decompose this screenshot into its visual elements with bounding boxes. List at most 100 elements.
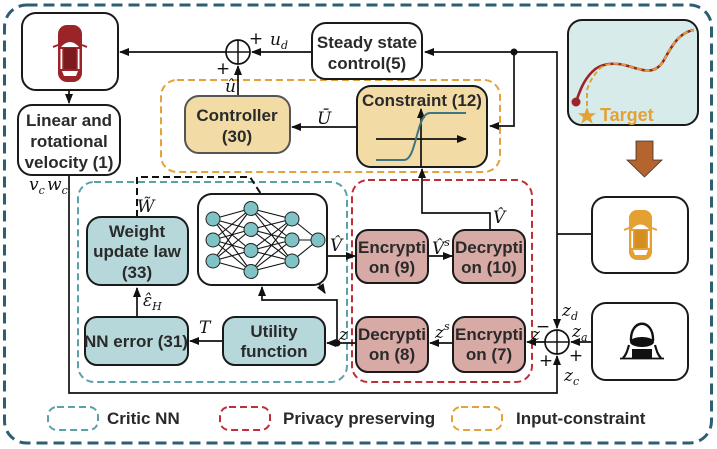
legend-label-privacy-preserving: Privacy preserving (283, 409, 435, 428)
summing-junction-1 (225, 39, 251, 65)
start-point-icon (571, 97, 581, 107)
wire-velocity-feedback-loop (68, 175, 561, 394)
orange-car-icon (623, 210, 658, 260)
legend-swatch-privacy-preserving (219, 406, 271, 431)
constraint-block: Constraint (12) (356, 85, 488, 168)
actual-trajectory-curve (574, 28, 695, 103)
nn-error-box (84, 316, 189, 366)
utility-label-line2: function (240, 342, 307, 361)
decryption-8-box (355, 316, 429, 373)
nn-hidden-node (284, 211, 300, 227)
down-arrow-icon (626, 140, 663, 178)
signal-u-d: ud (270, 30, 288, 52)
signal-v-hat-s: V̂s (432, 236, 450, 259)
wire-bus-to-steady-state (424, 48, 558, 234)
neural-network-block (197, 193, 328, 286)
nn-connection (250, 218, 293, 272)
outer-frame (3, 3, 713, 445)
driver-icon (620, 322, 664, 360)
encryption-7-box (452, 316, 526, 373)
legend-item-input-constraint: Input-constraint (451, 406, 646, 431)
encryption-7-label-line1: Encrypti (455, 325, 523, 344)
controller-label-line1: Controller (196, 106, 278, 125)
signal-v-c: vc (29, 175, 45, 197)
summing-junction-2 (544, 329, 570, 355)
neural-network-nodes (205, 201, 326, 279)
constraint-label: Constraint (12) (362, 91, 482, 110)
velocity-label-line1: Linear and (26, 111, 112, 130)
legend: Critic NN Privacy preserving Input-const… (47, 406, 646, 431)
sum1-plus-top: + (249, 29, 263, 49)
nn-error-block: NN error (31) (84, 316, 189, 366)
nn-input-node (205, 253, 221, 269)
utility-function-box (222, 316, 326, 366)
encryption-9-block: Encrypti on (9) (355, 229, 429, 284)
nn-hidden-node (243, 264, 259, 279)
weight-update-label-line2: update law (93, 242, 182, 261)
controller-block: Controller (30) (184, 95, 291, 154)
driver-block (591, 302, 689, 381)
nn-connection (212, 208, 252, 262)
signal-u-bar: Ū (317, 108, 332, 129)
nn-hidden-node (243, 243, 259, 258)
decryption-8-block: Decrypti on (8) (355, 316, 429, 373)
controller-label-line2: (30) (222, 127, 252, 146)
weight-update-box (86, 216, 189, 286)
nn-input-node (205, 232, 221, 248)
nn-connection (212, 229, 252, 262)
signal-v-hat-decrypted: V̂ (493, 208, 507, 228)
velocity-block: Linear and rotational velocity (1) (17, 104, 121, 176)
leader-vehicle-block (591, 196, 689, 274)
steady-state-label-line1: Steady state (317, 33, 417, 52)
trajectory-box (567, 19, 699, 126)
steady-state-block: Steady state control(5) (311, 22, 423, 80)
signal-eps-hat-h: ε̂H (143, 291, 162, 313)
signal-z-a: za (571, 322, 588, 344)
nn-hidden-node (243, 222, 259, 237)
vehicle-block (21, 12, 119, 91)
legend-label-input-constraint: Input-constraint (516, 409, 646, 428)
critic-nn-region (77, 181, 348, 383)
weight-update-label-line3: (33) (122, 263, 152, 282)
velocity-box (17, 104, 121, 176)
sum2-plus-right: + (569, 346, 583, 366)
decryption-10-block: Decrypti on (10) (452, 229, 526, 284)
legend-swatch-input-constraint (451, 406, 503, 431)
signal-z-sum: z (530, 325, 541, 345)
wire-z-to-nn (258, 286, 338, 343)
legend-label-critic-nn: Critic NN (107, 409, 180, 428)
signal-w-c: wc (47, 175, 68, 197)
privacy-preserving-region (351, 179, 533, 383)
nn-hidden-node (284, 253, 300, 269)
signal-utility-t: T (199, 318, 212, 338)
target-label: Target (600, 105, 654, 125)
signal-z-c: zc (563, 366, 579, 388)
constraint-box (356, 85, 488, 168)
signal-z-utility: z (338, 325, 349, 345)
nn-connection (250, 218, 293, 251)
wire-branch-to-constraint (489, 52, 515, 130)
legend-item-privacy-preserving: Privacy preserving (219, 406, 435, 431)
encryption-9-box (355, 229, 429, 284)
nn-connection (250, 239, 293, 272)
encryption-7-block: Encrypti on (7) (452, 316, 526, 373)
nn-hidden-node (243, 201, 259, 216)
velocity-label-line3: velocity (1) (25, 153, 114, 172)
reference-trajectory-curve (586, 29, 695, 106)
sum1-plus-left: + (216, 59, 230, 79)
controller-box (184, 95, 291, 154)
decryption-10-box (452, 229, 526, 284)
legend-item-critic-nn: Critic NN (47, 406, 180, 431)
signal-v-hat-nn: V̂ (330, 236, 344, 256)
target-star-icon (578, 107, 596, 124)
decryption-8-label-line1: Decrypti (358, 325, 426, 344)
nn-hidden-node (284, 232, 300, 248)
nn-output-node (310, 232, 326, 248)
encryption-9-label-line1: Encrypti (358, 238, 426, 257)
weight-update-block: Weight update law (33) (86, 216, 189, 286)
steady-state-label-line2: control(5) (328, 54, 406, 73)
utility-function-block: Utility function (222, 316, 326, 366)
signal-u-hat: û (225, 77, 236, 97)
signal-z-s: zs (434, 320, 450, 343)
